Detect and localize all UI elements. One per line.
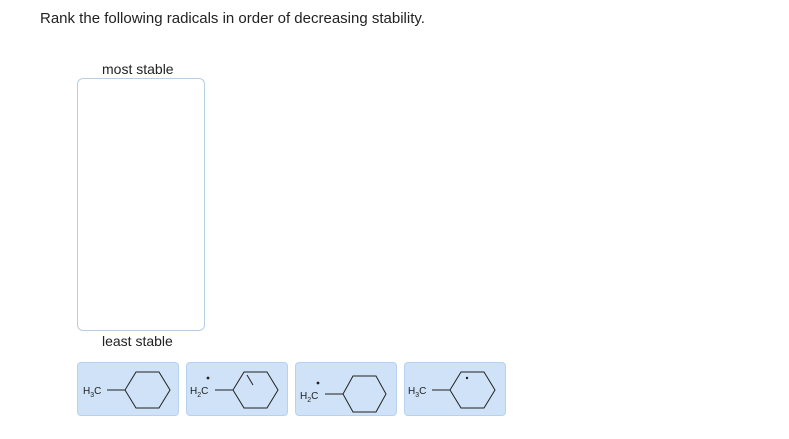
methylcyclohexane-structure: H3C [83,371,171,409]
cyclohexylmethyl-radical-structure: H2C [300,375,387,413]
tile-1-label: H3C [83,386,101,399]
tile-4-label: H3C [408,386,426,399]
tile-4-ring [449,371,496,409]
tile-2-double-bond [246,374,254,386]
tile-2-label: H2C [190,386,208,399]
tile-2-radical-dot [206,376,210,380]
radical-tile-3[interactable]: H2C [295,362,397,416]
tile-3-radical-dot [316,381,320,385]
most-stable-label: most stable [102,61,174,77]
tile-3-ring [342,375,387,413]
cyclohexenyl-methyl-radical-structure: H2C [190,371,279,409]
radical-tile-4[interactable]: H3C [404,362,506,416]
radical-tile-1[interactable]: H3C [77,362,179,416]
methylcyclohexyl-radical-structure: H3C [408,371,496,409]
least-stable-label: least stable [102,333,173,349]
question-text: Rank the following radicals in order of … [40,10,425,27]
tile-4-radical-dot [465,376,469,380]
tile-1-ring [124,371,171,409]
ranking-drop-zone[interactable] [77,78,205,331]
radical-tile-2[interactable]: H2C [186,362,288,416]
tile-3-label: H2C [300,391,318,404]
tile-2-ring [232,371,279,409]
